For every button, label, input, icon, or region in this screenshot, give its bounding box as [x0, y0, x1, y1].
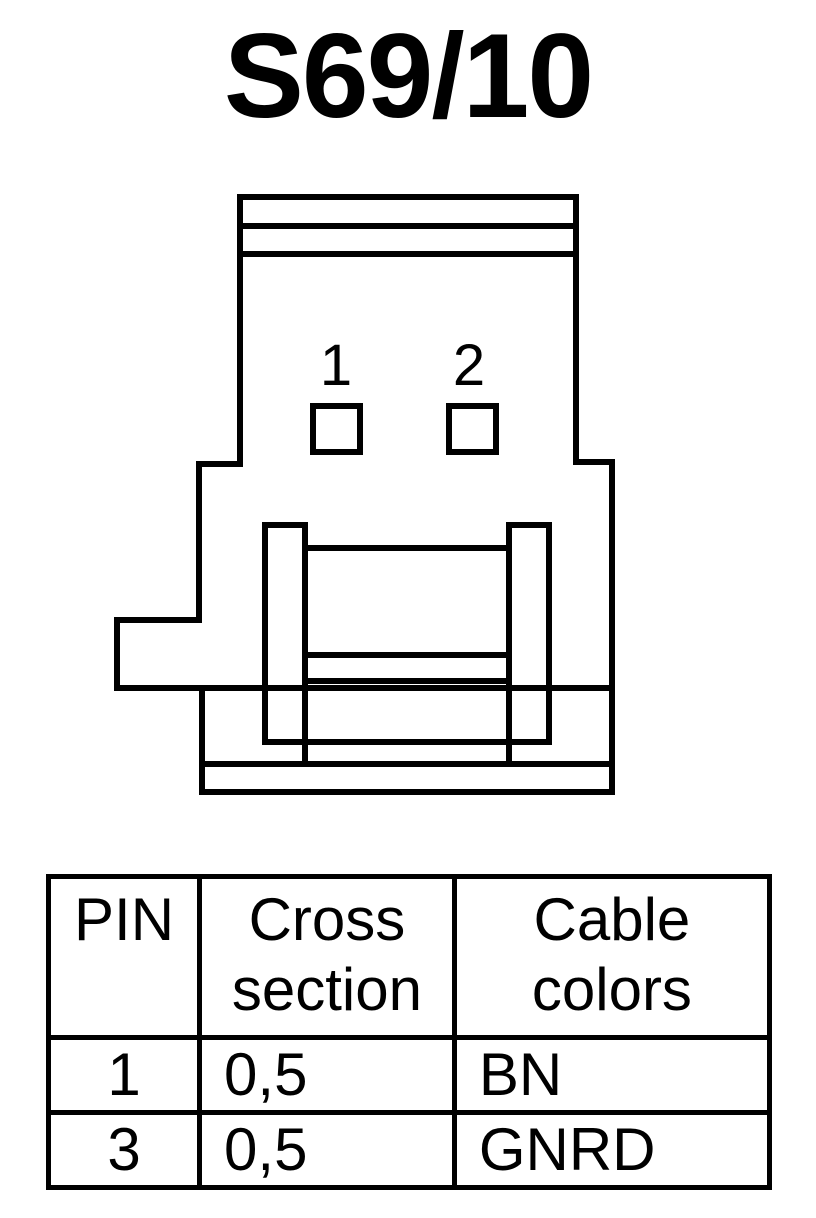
pin-table: PIN Cross section Cable colors 1 0,5 BN …: [45, 874, 773, 1190]
header-cable-colors-line-1: Cable: [533, 886, 691, 953]
cell-cross-section: 0,5: [197, 1110, 457, 1190]
latch-left-post: [262, 522, 308, 745]
cell-cable-color: GNRD: [451, 1110, 773, 1190]
table-row: 3 0,5 GNRD: [45, 1110, 773, 1190]
header-pin-label: PIN: [74, 886, 175, 953]
table-header-row: PIN Cross section Cable colors: [45, 874, 773, 1040]
connector-drawing: 1 2: [114, 194, 615, 795]
header-cross-section-line-2: section: [231, 956, 422, 1023]
connector-housing-outline: [114, 194, 615, 795]
header-cross-section-line-1: Cross: [248, 886, 406, 953]
pin-contact-1: [310, 403, 363, 455]
header-cross-section: Cross section: [197, 874, 457, 1040]
cell-cable-color: BN: [451, 1035, 773, 1115]
cell-pin: 1: [45, 1035, 203, 1115]
pin-label-2: 2: [453, 333, 485, 398]
pin-label-1: 1: [320, 333, 352, 398]
page-title: S69/10: [223, 9, 594, 143]
cell-cross-section: 0,5: [197, 1035, 457, 1115]
table-row: 1 0,5 BN: [45, 1035, 773, 1115]
cell-pin: 3: [45, 1110, 203, 1190]
pin-contact-2: [446, 403, 499, 455]
header-cable-colors-line-2: colors: [531, 956, 692, 1023]
header-cable-colors: Cable colors: [451, 874, 773, 1040]
latch-right-post: [506, 522, 552, 745]
header-pin: PIN: [45, 874, 203, 1040]
